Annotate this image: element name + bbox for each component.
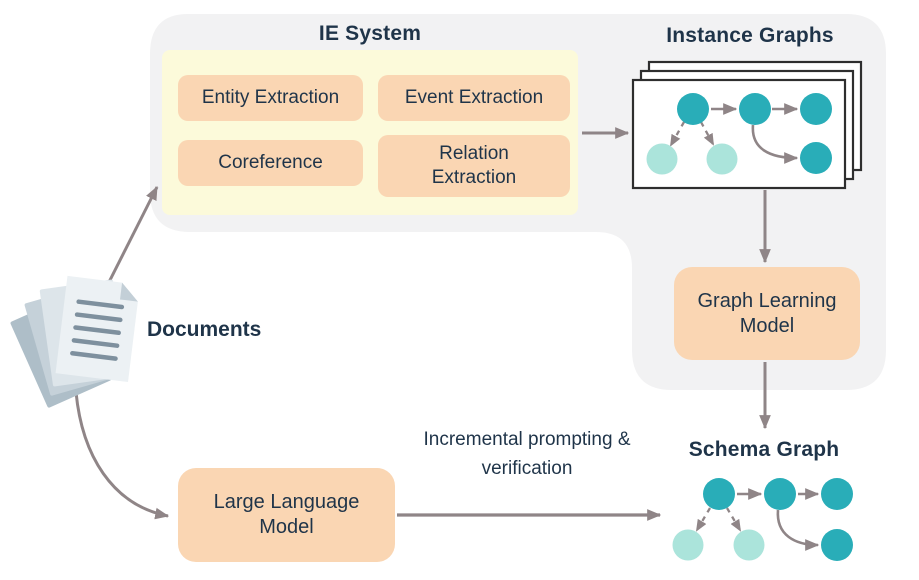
- llm-edge-label: Incremental prompting & verification: [378, 426, 676, 483]
- instance-node-teal: [739, 93, 771, 125]
- documents-label: Documents: [147, 318, 262, 341]
- arrow-documents-to-llm: [74, 391, 170, 520]
- ie-system-title: IE System: [318, 22, 422, 45]
- component-box-coreference: Coreference: [178, 140, 363, 186]
- schema-node-teal: [764, 478, 796, 510]
- schema-graph-nodes: [672, 478, 853, 561]
- schema-node-light: [733, 529, 765, 561]
- schema-graph-title: Schema Graph: [688, 438, 840, 461]
- schema-node-teal: [821, 529, 853, 561]
- large-language-model-box: Large Language Model: [178, 468, 395, 562]
- schema-node-teal: [703, 478, 735, 510]
- instance-node-teal: [800, 142, 832, 174]
- instance-node-light: [706, 143, 738, 175]
- graph-learning-model-box: Graph Learning Model: [674, 267, 860, 360]
- instance-node-teal: [800, 93, 832, 125]
- schema-node-light: [672, 529, 704, 561]
- component-box-event-extraction: Event Extraction: [378, 75, 570, 121]
- documents-icon: [10, 275, 138, 408]
- component-box-relation-extraction: Relation Extraction: [378, 135, 570, 197]
- component-box-entity-extraction: Entity Extraction: [178, 75, 363, 121]
- instance-graph-edges: [669, 103, 799, 164]
- instance-node-teal: [677, 93, 709, 125]
- schema-node-teal: [821, 478, 853, 510]
- arrow-documents-to-ie: [103, 185, 159, 291]
- instance-graphs-title: Instance Graphs: [666, 24, 834, 47]
- instance-graph-nodes: [646, 93, 832, 175]
- llm-edge-label-line1: Incremental prompting &: [423, 429, 631, 450]
- llm-edge-label-line2: verification: [481, 457, 573, 479]
- instance-node-light: [646, 143, 678, 175]
- schema-graph-edges: [695, 488, 820, 551]
